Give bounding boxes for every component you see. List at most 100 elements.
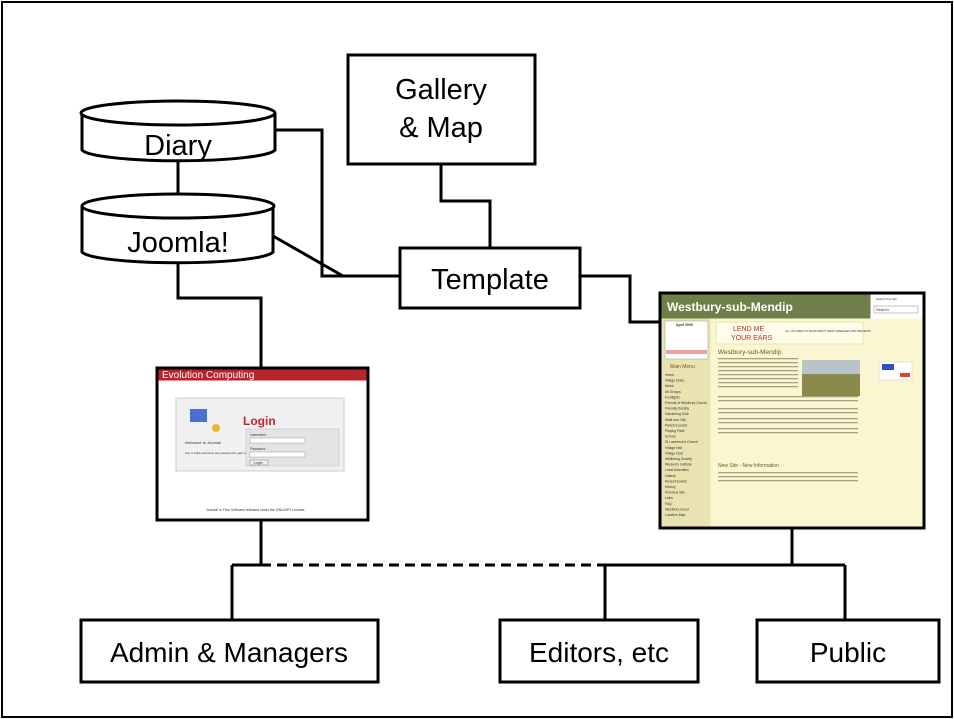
site-menu-item[interactable]: FAQ [665,502,672,506]
site-menu-item[interactable]: News [665,384,674,388]
computer-icon [190,409,207,422]
lend-me-banner [715,321,864,345]
body-text-line [718,472,858,474]
body-text-line [718,400,858,402]
diary-label: Diary [144,130,212,162]
joomla-template-link [272,234,400,278]
diary-database: Diary [79,99,277,163]
news-heading: New Site - New Information [718,463,779,469]
site-menu-item[interactable]: Location Map [665,513,685,517]
search-box-text: Search [876,307,889,312]
body-text-line [718,476,858,478]
site-menu-item[interactable]: History [665,485,676,489]
site-menu-item[interactable]: Parish Council [665,423,687,427]
body-text-line [718,382,798,384]
key-icon [212,424,220,432]
admin-login-screenshot: Evolution Computing Login Welcome to Joo… [155,366,370,522]
welcome-text: Welcome to Joomla! [185,440,221,445]
body-text-line [718,362,798,364]
login-button[interactable] [249,459,269,466]
connectors [176,128,847,620]
login-button-label: Login [254,461,263,465]
site-menu-item[interactable]: Village Hall [665,446,682,450]
body-text-line [718,366,798,368]
template-box: Template [398,246,582,310]
public-box: Public [755,618,941,684]
site-menu-item[interactable]: All Groups [665,390,681,394]
site-menu-item[interactable]: Playing Field [665,429,685,433]
site-menu-item[interactable]: Gallery [665,474,676,478]
body-text-line [718,422,858,424]
body-text-line [718,480,858,482]
website-screenshot: Westbury-sub-Mendip Search this Site Sea… [658,291,926,530]
body-text-line [718,408,858,410]
joomla-label: Joomla! [127,227,229,259]
site-menu-item[interactable]: Wellbeing Society [665,457,692,461]
body-text-line [718,358,798,360]
site-title: Westbury-sub-Mendip [667,300,793,314]
site-menu-item[interactable]: Women's Institute [665,463,692,467]
body-text-line [718,412,858,414]
banner-side: ALL YOU NEED TO KNOW ABOUT RADIO SPEECHE… [785,329,879,333]
site-menu-item[interactable]: Previous Site [665,491,685,495]
password-label: Password [250,447,265,451]
site-menu-item[interactable]: Home [665,373,674,377]
username-label: Username [250,433,266,437]
editors-box: Editors, etc [498,618,700,684]
body-text-line [718,396,858,398]
body-text-line [718,418,858,420]
site-menu-item[interactable]: Friendly Society [665,407,689,411]
site-menu-item[interactable]: Westbury Scout [665,507,689,511]
site-menu-item[interactable]: School [665,435,676,439]
admin-footer: Joomla! is Free Software released under … [206,508,306,512]
editors-label: Editors, etc [529,637,669,668]
site-right-column [871,318,923,527]
body-text-line [718,378,798,380]
joomla-database: Joomla! [80,192,276,265]
map-label: & Map [399,112,483,144]
gallery-map-box: Gallery & Map [346,53,537,166]
site-menu-item[interactable]: Recent Events [665,479,687,483]
instructions-text: Use a valid username and password to gai… [185,451,294,455]
joomla-admin-link [176,263,263,368]
admin-title: Evolution Computing [162,370,254,381]
main-menu-title: Main Menu [670,364,695,370]
calendar-title: April 2009 [676,323,693,327]
password-field[interactable] [249,451,306,458]
diary-template-link [275,128,343,278]
site-header [661,294,871,319]
search-label: Search this Site [876,297,897,301]
public-label: Public [810,637,886,668]
body-text-line [718,432,858,434]
banner-line1: LEND ME [733,326,764,333]
body-text-line [718,386,798,388]
site-menu-item[interactable]: Friends of Westbury Church [665,401,707,405]
gallery-template-link [439,164,492,248]
admin-managers-box: Admin & Managers [79,618,380,684]
body-text-line [718,374,798,376]
gallery-label: Gallery [395,74,487,106]
admin-managers-label: Admin & Managers [110,637,348,668]
body-text-line [718,370,798,372]
site-body-text [718,358,858,482]
site-menu-item[interactable]: Footlights [665,395,680,399]
banner-line2: YOUR EARS [731,335,773,342]
body-text-line [718,428,858,430]
username-field[interactable] [249,437,306,444]
site-menu-item[interactable]: Local Amenities [665,468,689,472]
site-menu-item[interactable]: Village Diary [665,379,684,383]
site-heading: Westbury-sub-Mendip [718,349,782,356]
login-heading: Login [243,414,276,428]
site-menu-item[interactable]: Village Club [665,451,683,455]
site-menu-item[interactable]: St Lawrence's Church [665,440,698,444]
admin-titlebar [158,369,367,381]
site-menu-item[interactable]: Links [665,496,673,500]
template-label: Template [431,264,549,296]
site-menu-item[interactable]: Gardening Club [665,412,689,416]
site-menu-item[interactable]: Walk and Talk [665,418,686,422]
template-site-link [580,274,660,324]
site-search-input[interactable] [873,305,919,314]
